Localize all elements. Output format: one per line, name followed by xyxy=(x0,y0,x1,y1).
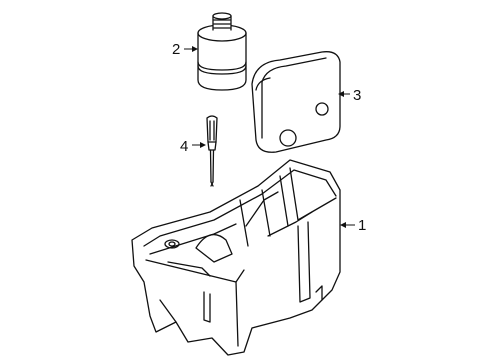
callout-4: 4 xyxy=(180,138,206,155)
callout-3: 3 xyxy=(338,87,361,104)
callout-number-1: 1 xyxy=(358,217,366,234)
sealant-box xyxy=(251,51,341,153)
callout-1: 1 xyxy=(340,217,366,234)
compressor-canister xyxy=(197,12,247,91)
callout-number-3: 3 xyxy=(353,87,361,104)
callout-number-4: 4 xyxy=(180,138,188,155)
callout-2: 2 xyxy=(172,41,198,58)
screwdriver xyxy=(206,115,218,187)
storage-tray xyxy=(131,159,341,356)
callout-number-2: 2 xyxy=(172,41,180,58)
